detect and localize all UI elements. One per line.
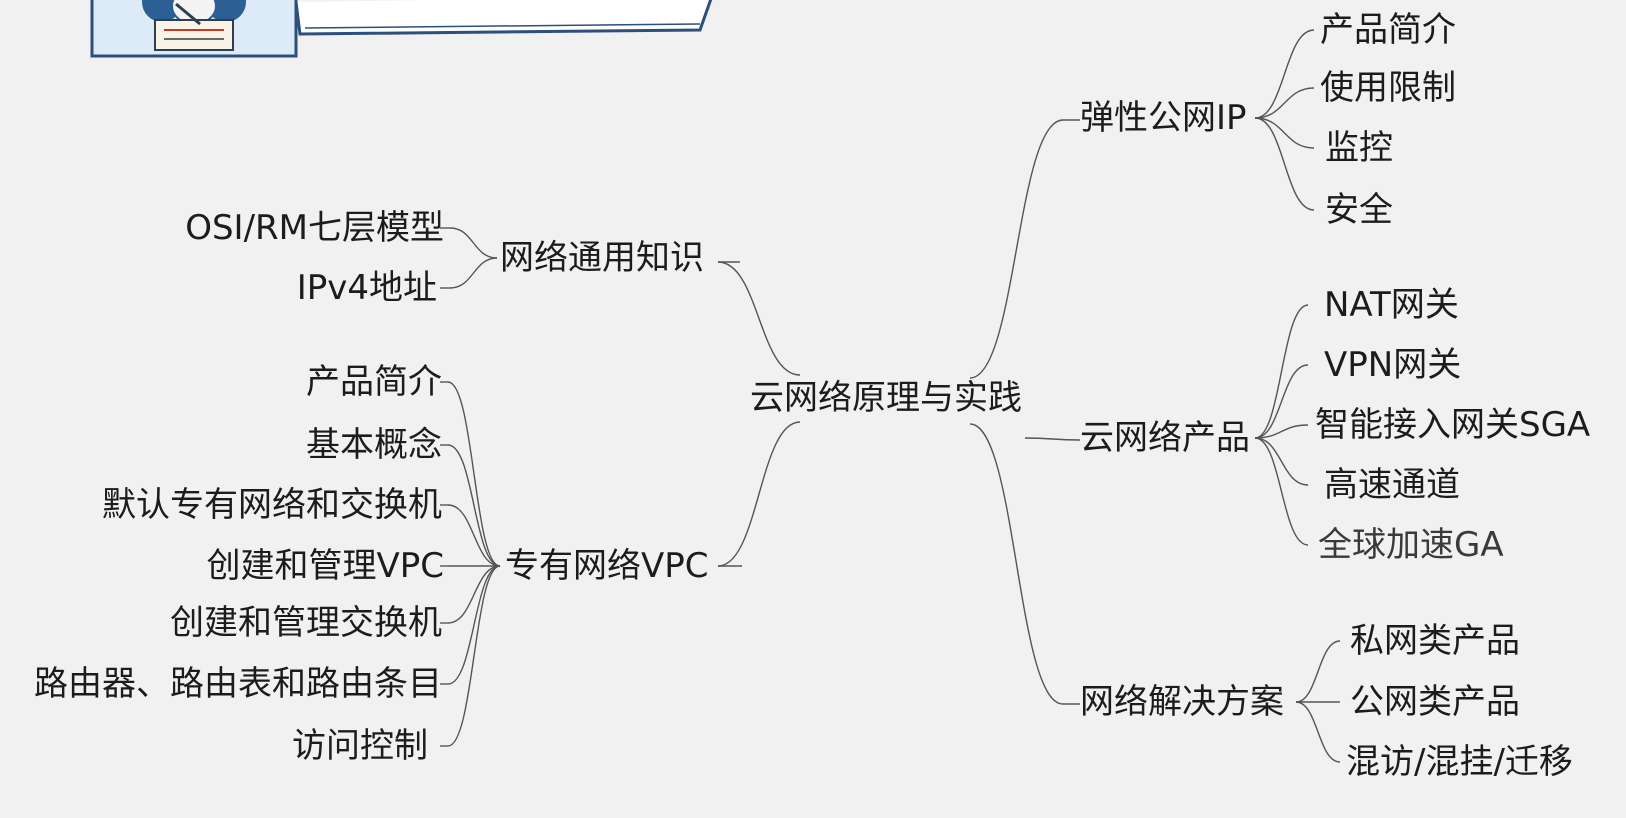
link-eip-child-3: [1254, 117, 1315, 211]
link-eip-child-2: [1254, 117, 1315, 149]
leaf-vpn-gateway[interactable]: VPN网关: [1324, 345, 1462, 385]
link-ipv4: [449, 257, 498, 289]
leaf-nat-gateway[interactable]: NAT网关: [1324, 285, 1459, 325]
link-eip-child-1: [1254, 87, 1315, 119]
branch-network-basics[interactable]: 网络通用知识: [500, 238, 704, 278]
branch-network-solutions[interactable]: 网络解决方案: [1080, 682, 1284, 722]
leaf-access-control[interactable]: 访问控制: [292, 726, 428, 766]
link-solutions-child-2: [1295, 701, 1341, 763]
link-vpc-child-5: [447, 565, 501, 685]
leaf-vpc-concepts[interactable]: 基本概念: [306, 425, 442, 465]
mascot-icon: [142, 0, 246, 51]
link-osi: [449, 227, 498, 259]
leaf-public-network-products[interactable]: 公网类产品: [1350, 682, 1520, 722]
link-products-child-3: [1254, 437, 1309, 486]
leaf-vpc-intro[interactable]: 产品简介: [306, 362, 442, 402]
root-node[interactable]: 云网络原理与实践: [750, 378, 1022, 418]
leaf-smart-access-gateway[interactable]: 智能接入网关SGA: [1315, 405, 1591, 445]
leaf-manage-vpc[interactable]: 创建和管理VPC: [206, 546, 444, 586]
link-vpc-child-4: [447, 565, 501, 624]
leaf-eip-monitoring[interactable]: 监控: [1325, 128, 1393, 168]
link-products-child-1: [1254, 364, 1309, 439]
link-root-network-basics: [717, 261, 801, 376]
branch-cloud-network-products[interactable]: 云网络产品: [1080, 418, 1250, 458]
link-products-child-4: [1254, 437, 1309, 546]
branch-eip[interactable]: 弹性公网IP: [1080, 98, 1247, 138]
leaf-ipv4-address[interactable]: IPv4地址: [296, 268, 437, 308]
leaf-eip-intro[interactable]: 产品简介: [1320, 10, 1456, 50]
link-vpc-child-0: [447, 381, 501, 567]
link-eip-child-0: [1254, 29, 1315, 119]
link-products-child-0: [1254, 304, 1309, 439]
leaf-eip-security[interactable]: 安全: [1325, 190, 1393, 230]
link-root-vpc: [717, 421, 801, 567]
banner-ribbon-line: [304, 23, 701, 29]
leaf-private-network-products[interactable]: 私网类产品: [1350, 621, 1520, 661]
link-vpc-child-6: [447, 565, 501, 747]
leaf-manage-switch[interactable]: 创建和管理交换机: [170, 603, 442, 643]
link-root-products: [1024, 437, 1081, 441]
leaf-default-vpc-switch[interactable]: 默认专有网络和交换机: [102, 485, 442, 525]
link-solutions-child-0: [1295, 640, 1341, 703]
link-root-solutions: [969, 423, 1064, 705]
link-root-eip: [969, 119, 1064, 379]
link-products-child-2: [1254, 424, 1309, 439]
leaf-osi-model[interactable]: OSI/RM七层模型: [185, 208, 444, 248]
link-vpc-child-1: [447, 444, 501, 567]
leaf-router-route-table[interactable]: 路由器、路由表和路由条目: [34, 664, 442, 704]
link-vpc-child-2: [447, 504, 501, 567]
banner-illustration: [90, 0, 713, 58]
leaf-global-accelerator[interactable]: 全球加速GA: [1318, 525, 1504, 565]
branch-vpc[interactable]: 专有网络VPC: [505, 546, 709, 586]
leaf-express-connect[interactable]: 高速通道: [1324, 465, 1460, 505]
leaf-eip-limits[interactable]: 使用限制: [1320, 68, 1456, 108]
leaf-hybrid-migration[interactable]: 混访/混挂/迁移: [1346, 742, 1573, 782]
